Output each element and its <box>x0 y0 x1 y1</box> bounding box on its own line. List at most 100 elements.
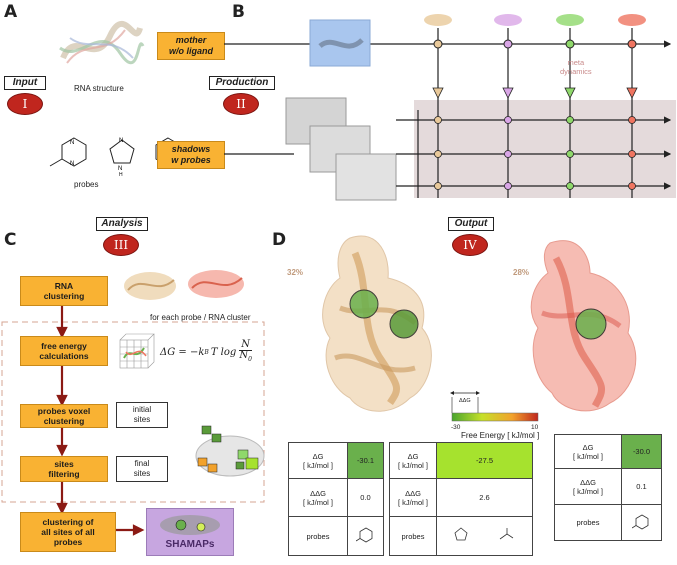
production-phase-title: Production <box>209 76 275 90</box>
step-free-energy: free energy calculations <box>20 336 108 366</box>
pyrimidine-probe-icon <box>631 514 648 529</box>
analysis-flow-lines <box>1 302 265 536</box>
table-1-dg-label: ΔG[ kJ/mol ] <box>288 442 348 479</box>
per-cluster-note: for each probe / RNA cluster <box>150 313 251 322</box>
step-3-line1: probes voxel <box>37 406 91 416</box>
population-right: 28% <box>513 268 530 277</box>
result-table-2: ΔG[ kJ/mol ] -27.5 ΔΔG[ kJ/mol ] 2.6 pro… <box>389 442 533 556</box>
scale-ddg-label: ΔΔG <box>459 398 471 404</box>
table-1-probes-label: probes <box>288 516 348 556</box>
table-3-ddg-value: 0.1 <box>621 468 662 505</box>
production-scheme <box>224 14 676 201</box>
pyrimidine-probe-icon <box>355 527 372 543</box>
production-phase-badge: II <box>223 93 259 115</box>
initial-sites-line1: initial <box>132 405 152 414</box>
free-energy-equation: ΔG = −k B T log N N0 <box>160 339 253 365</box>
free-energy-scale <box>450 391 539 422</box>
mother-box-line1: mother <box>175 35 207 45</box>
step-5-line1: clustering of <box>42 517 94 527</box>
panel-letter-c: C <box>4 230 17 250</box>
equation-den: N <box>239 350 249 361</box>
metadynamics-label: meta dynamics <box>560 58 592 76</box>
step-5-line3: probes <box>53 537 83 547</box>
table-2-probes-label: probes <box>389 516 437 556</box>
table-2-probe-structure-a <box>436 516 485 556</box>
rna-structure-label: RNA structure <box>74 84 124 93</box>
equation-mid: T log <box>210 347 237 358</box>
table-2-dg-label: ΔG[ kJ/mol ] <box>389 442 437 479</box>
shadows-box: shadows w probes <box>157 141 225 169</box>
step-1-line2: clustering <box>43 291 85 301</box>
table-1-ddg-value: 0.0 <box>347 478 384 517</box>
rna-surface-right <box>530 240 637 412</box>
initial-sites-box: initial sites <box>116 402 168 428</box>
equation-lhs: ΔG = −k <box>160 347 205 358</box>
acetate-probe-icon <box>500 528 514 540</box>
svg-text:N: N <box>118 166 122 172</box>
analysis-phase-badge: III <box>103 234 139 256</box>
voxel-grid-image <box>119 333 155 369</box>
mother-box-line2: w/o ligand <box>169 46 213 56</box>
analysis-phase-title: Analysis <box>96 217 148 231</box>
step-voxel-clustering: probes voxel clustering <box>20 404 108 428</box>
result-table-3: ΔG[ kJ/mol ] -30.0 ΔΔG[ kJ/mol ] 0.1 pro… <box>554 434 662 541</box>
table-2-probe-structure-b <box>484 516 533 556</box>
table-2-ddg-label: ΔΔG[ kJ/mol ] <box>389 478 437 517</box>
table-1-dg-value: -30.1 <box>347 442 384 479</box>
table-2-ddg-value: 2.6 <box>436 478 533 517</box>
step-5-line2: all sites of all <box>41 527 95 537</box>
panel-letter-a: A <box>4 2 18 22</box>
step-1-line1: RNA <box>54 281 74 291</box>
step-4-line1: sites <box>54 459 74 469</box>
step-clustering-all-sites: clustering of all sites of all probes <box>20 512 116 552</box>
step-2-line2: calculations <box>39 351 89 361</box>
shamaps-label: SHAMAPs <box>165 539 215 550</box>
scale-title: Free Energy [ kJ/mol ] <box>461 431 540 440</box>
result-table-1: ΔG[ kJ/mol ] -30.1 ΔΔG[ kJ/mol ] 0.0 pro… <box>288 442 384 556</box>
probes-label: probes <box>74 180 99 189</box>
final-sites-box: final sites <box>116 456 168 482</box>
svg-text:N: N <box>70 140 74 146</box>
table-1-probe-structure <box>347 516 384 556</box>
mother-box: mother w/o ligand <box>157 32 225 60</box>
final-sites-line1: final <box>134 459 150 468</box>
svg-text:H: H <box>119 172 123 178</box>
population-left: 32% <box>287 268 304 277</box>
equation-sub: B <box>204 349 209 356</box>
svg-text:N: N <box>119 138 123 144</box>
rna-clusters-thumbnails <box>124 270 244 300</box>
rna-surface-left <box>322 235 432 412</box>
step-2-line1: free energy <box>41 341 87 351</box>
table-3-dg-label: ΔG[ kJ/mol ] <box>554 434 622 469</box>
step-rna-clustering: RNA clustering <box>20 276 108 306</box>
shamaps-structure-image <box>160 515 220 535</box>
table-3-dg-value: -30.0 <box>621 434 662 469</box>
output-phase-title: Output <box>448 217 494 231</box>
rna-structure-image <box>59 20 145 65</box>
shamaps-box: SHAMAPs <box>146 508 234 556</box>
output-phase-badge: IV <box>452 234 488 256</box>
final-sites-line2: sites <box>133 469 151 478</box>
table-1-ddg-label: ΔΔG[ kJ/mol ] <box>288 478 348 517</box>
scale-min-label: -30 <box>451 424 461 431</box>
step-sites-filtering: sites filtering <box>20 456 108 482</box>
step-4-line2: filtering <box>48 469 80 479</box>
scale-max-label: 10 <box>531 424 539 431</box>
imidazole-probe-icon <box>454 527 468 541</box>
equation-den-sub: 0 <box>248 356 252 363</box>
svg-text:N: N <box>70 161 74 167</box>
site-clustering-image <box>195 425 265 477</box>
input-phase-title: Input <box>4 76 46 90</box>
initial-sites-line2: sites <box>133 415 151 424</box>
table-3-probes-label: probes <box>554 504 622 541</box>
metadynamics-line1: meta <box>567 58 585 67</box>
input-phase-badge: I <box>7 93 43 115</box>
table-3-probe-structure <box>621 504 662 541</box>
table-3-ddg-label: ΔΔG[ kJ/mol ] <box>554 468 622 505</box>
equation-num: N <box>239 339 253 351</box>
shadows-box-line1: shadows <box>171 144 211 154</box>
step-3-line2: clustering <box>43 416 85 426</box>
table-2-dg-value: -27.5 <box>436 442 533 479</box>
shadows-box-line2: w probes <box>171 155 211 165</box>
panel-letter-b: B <box>232 2 245 22</box>
